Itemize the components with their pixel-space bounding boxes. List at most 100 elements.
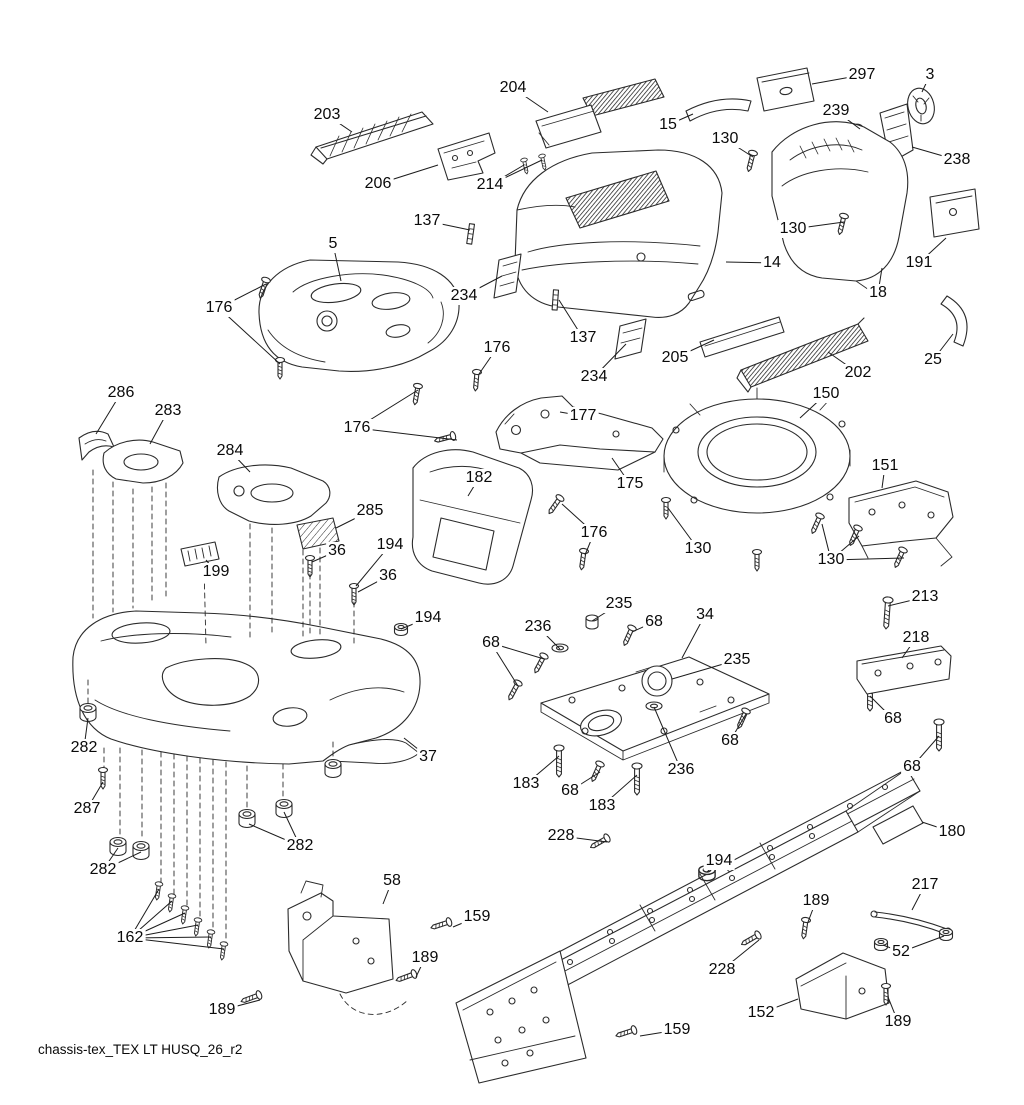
callout-68: 68 xyxy=(643,613,665,631)
part-202-grille-strip xyxy=(736,317,869,393)
callout-194: 194 xyxy=(412,609,444,627)
callout-282: 282 xyxy=(68,739,100,757)
callout-199: 199 xyxy=(200,563,232,581)
callout-283: 283 xyxy=(152,402,184,420)
callout-152: 152 xyxy=(745,1004,777,1022)
callout-130: 130 xyxy=(777,220,809,238)
callout-286: 286 xyxy=(105,384,137,402)
callout-25: 25 xyxy=(922,351,944,369)
callout-68: 68 xyxy=(559,782,581,800)
callout-176: 176 xyxy=(203,299,235,317)
part-206-bracket xyxy=(437,132,496,181)
callout-175: 175 xyxy=(614,475,646,493)
callout-36: 36 xyxy=(377,567,399,585)
callout-5: 5 xyxy=(326,235,340,253)
part-218-bracket xyxy=(856,645,952,695)
callout-130: 130 xyxy=(709,130,741,148)
part-182-panel xyxy=(411,449,534,585)
part-150-housing xyxy=(663,387,851,514)
callout-189: 189 xyxy=(882,1013,914,1031)
callout-176: 176 xyxy=(481,339,513,357)
assembly-dashed-lines xyxy=(87,469,409,1015)
callout-177: 177 xyxy=(567,407,599,425)
callout-189: 189 xyxy=(800,892,832,910)
callout-68: 68 xyxy=(901,758,923,776)
callout-205: 205 xyxy=(659,349,691,367)
callout-36: 36 xyxy=(326,542,348,560)
callout-282: 282 xyxy=(284,837,316,855)
part-15-trim-strip xyxy=(685,98,752,122)
callout-235: 235 xyxy=(721,651,753,669)
part-5-hood xyxy=(258,259,460,372)
callout-3: 3 xyxy=(923,66,937,84)
document-code: chassis-tex_TEX LT HUSQ_26_r2 xyxy=(38,1042,243,1057)
callout-202: 202 xyxy=(842,364,874,382)
callout-159: 159 xyxy=(461,908,493,926)
callout-130: 130 xyxy=(682,540,714,558)
callout-18: 18 xyxy=(867,284,889,302)
callout-194: 194 xyxy=(703,852,735,870)
callout-151: 151 xyxy=(869,457,901,475)
callout-218: 218 xyxy=(900,629,932,647)
part-297-box xyxy=(756,67,815,112)
callout-204: 204 xyxy=(497,79,529,97)
part-58-bracket xyxy=(287,880,394,994)
callout-137: 137 xyxy=(411,212,443,230)
callout-297: 297 xyxy=(846,66,878,84)
callout-203: 203 xyxy=(311,106,343,124)
callout-214: 214 xyxy=(474,176,506,194)
part-284-support xyxy=(216,464,331,525)
part-25-trim xyxy=(940,295,968,347)
callout-176: 176 xyxy=(578,524,610,542)
part-151-bracket xyxy=(848,480,954,567)
callout-58: 58 xyxy=(381,872,403,890)
callout-284: 284 xyxy=(214,442,246,460)
part-204-lens xyxy=(535,78,665,149)
callout-189: 189 xyxy=(206,1001,238,1019)
callout-235: 235 xyxy=(603,595,635,613)
callout-213: 213 xyxy=(909,588,941,606)
part-37-fender xyxy=(72,610,421,765)
part-283-support xyxy=(102,439,184,484)
callout-217: 217 xyxy=(909,876,941,894)
callout-228: 228 xyxy=(706,961,738,979)
callout-236: 236 xyxy=(522,618,554,636)
callout-68: 68 xyxy=(719,732,741,750)
part-14-dash xyxy=(514,149,723,318)
callout-206: 206 xyxy=(362,175,394,193)
callout-282: 282 xyxy=(87,861,119,879)
callout-34: 34 xyxy=(694,606,716,624)
callout-191: 191 xyxy=(903,254,935,272)
callout-68: 68 xyxy=(882,710,904,728)
callout-15: 15 xyxy=(657,116,679,134)
callout-130: 130 xyxy=(815,551,847,569)
callout-14: 14 xyxy=(761,254,783,272)
callout-228: 228 xyxy=(545,827,577,845)
part-285-pad xyxy=(296,517,340,550)
callout-285: 285 xyxy=(354,502,386,520)
callout-238: 238 xyxy=(941,151,973,169)
callout-236: 236 xyxy=(665,761,697,779)
callout-183: 183 xyxy=(586,797,618,815)
callout-150: 150 xyxy=(810,385,842,403)
callout-137: 137 xyxy=(567,329,599,347)
callout-182: 182 xyxy=(463,469,495,487)
part-3-emblem xyxy=(907,87,935,125)
callout-183: 183 xyxy=(510,775,542,793)
callout-234: 234 xyxy=(448,287,480,305)
callout-162: 162 xyxy=(114,929,146,947)
callout-68: 68 xyxy=(480,634,502,652)
callout-180: 180 xyxy=(936,823,968,841)
callout-239: 239 xyxy=(820,102,852,120)
callout-287: 287 xyxy=(71,800,103,818)
callout-176: 176 xyxy=(341,419,373,437)
callout-159: 159 xyxy=(661,1021,693,1039)
callout-234: 234 xyxy=(578,368,610,386)
callout-194: 194 xyxy=(374,536,406,554)
callout-189: 189 xyxy=(409,949,441,967)
part-180-frame xyxy=(455,768,924,1084)
callout-37: 37 xyxy=(417,748,439,766)
